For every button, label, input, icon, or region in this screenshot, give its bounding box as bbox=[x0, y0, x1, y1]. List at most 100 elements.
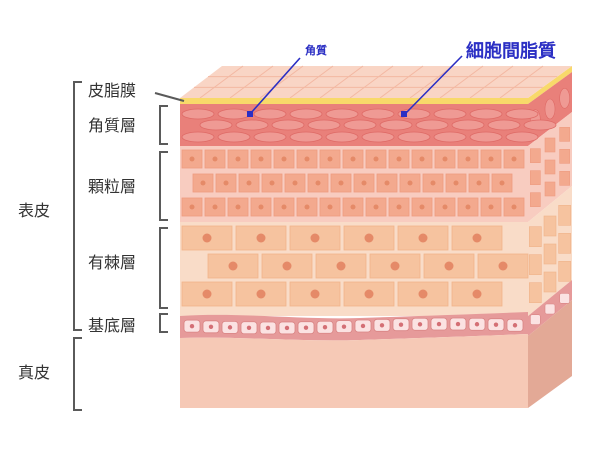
basal-nucleus bbox=[417, 322, 423, 327]
lipid-marker bbox=[401, 111, 407, 117]
label-granular-layer: 顆粒層 bbox=[88, 177, 136, 196]
corneum-cell bbox=[307, 119, 341, 131]
basal-nucleus bbox=[284, 325, 290, 331]
corneum-cells bbox=[181, 108, 557, 143]
side-granular-cell bbox=[530, 192, 541, 207]
granular-nucleus bbox=[430, 180, 436, 186]
side-granular-cell bbox=[559, 149, 570, 164]
left-labels bbox=[73, 81, 185, 411]
basal-nucleus bbox=[227, 325, 233, 330]
side-spinous-cell bbox=[558, 233, 571, 254]
granular-nucleus bbox=[258, 204, 264, 210]
basal-nucleus bbox=[512, 323, 518, 328]
corneum-cell bbox=[181, 108, 215, 120]
side-granular-cell bbox=[530, 148, 541, 163]
granular-nucleus bbox=[476, 180, 482, 186]
basal-nucleus bbox=[322, 325, 328, 330]
side-granular-cell bbox=[544, 159, 556, 175]
granular-nucleus bbox=[315, 180, 321, 186]
granular-nucleus bbox=[304, 156, 310, 162]
spinous-cell bbox=[397, 225, 449, 251]
top-surface bbox=[180, 66, 572, 98]
corneum-cell bbox=[469, 131, 503, 143]
spinous-nucleus bbox=[498, 261, 508, 271]
spinous-cell bbox=[369, 253, 421, 279]
granular-nucleus bbox=[442, 204, 448, 210]
bracket-granular bbox=[159, 151, 168, 221]
granular-nucleus bbox=[465, 156, 471, 162]
granular-nucleus bbox=[269, 180, 275, 186]
corneum-cell bbox=[505, 131, 539, 143]
granular-nucleus bbox=[419, 156, 425, 162]
spinous-nucleus bbox=[390, 261, 400, 271]
corneum-cell bbox=[361, 108, 395, 120]
top-grid-line bbox=[469, 65, 514, 99]
label-sebum: 皮脂膜 bbox=[88, 81, 136, 100]
side-corneum-cell bbox=[544, 98, 556, 120]
granular-nucleus bbox=[488, 204, 494, 210]
spinous-nucleus bbox=[472, 289, 482, 299]
bracket-basal bbox=[159, 313, 168, 333]
corneum-cell bbox=[433, 108, 467, 120]
side-spinous-cell bbox=[543, 215, 557, 237]
corneum-cell bbox=[289, 108, 323, 120]
corneum-cell bbox=[181, 131, 215, 143]
granular-nucleus bbox=[338, 180, 344, 186]
side-cells bbox=[529, 88, 571, 325]
top-grid-line bbox=[199, 65, 244, 99]
granular-nucleus bbox=[258, 156, 264, 162]
granular-nucleus bbox=[453, 180, 459, 186]
spinous-cell bbox=[235, 225, 287, 251]
top-grid-line bbox=[349, 65, 394, 99]
granular-nucleus bbox=[281, 204, 287, 210]
granular-nucleus bbox=[384, 180, 390, 186]
basal-nucleus bbox=[493, 322, 499, 327]
granular-nucleus bbox=[189, 156, 195, 162]
bracket-corneum bbox=[159, 105, 168, 145]
lipid-callout: 細胞間脂質 bbox=[466, 40, 556, 62]
corneum-cell bbox=[199, 119, 233, 131]
basal-nucleus bbox=[474, 322, 480, 327]
side-basal-cell bbox=[559, 293, 570, 304]
side-basal-cell bbox=[530, 314, 541, 325]
top-grid-line bbox=[229, 65, 274, 99]
corneum-cell bbox=[379, 119, 413, 131]
granular-nucleus bbox=[212, 204, 218, 210]
label-spinous-layer: 有棘層 bbox=[88, 253, 136, 272]
basal-nucleus bbox=[360, 323, 366, 329]
corneum-cell bbox=[343, 119, 377, 131]
granular-nucleus bbox=[499, 180, 505, 186]
side-spinous-cell bbox=[543, 271, 557, 293]
side-granular-cell bbox=[530, 170, 541, 185]
corneum-cell bbox=[289, 131, 323, 143]
dermis-layer bbox=[180, 334, 528, 408]
corneum-cell bbox=[433, 131, 467, 143]
spinous-nucleus bbox=[472, 233, 482, 243]
corneum-cell bbox=[415, 119, 449, 131]
corneum-cell bbox=[469, 108, 503, 120]
side-granular-cell bbox=[544, 181, 556, 197]
spinous-nucleus bbox=[256, 289, 266, 299]
top-grid-line bbox=[499, 65, 544, 99]
side-spinous-cell bbox=[558, 205, 571, 226]
bracket-epidermis bbox=[73, 81, 82, 331]
corneum-cell bbox=[523, 119, 557, 131]
granular-cells bbox=[181, 149, 525, 217]
corneum-cell bbox=[487, 119, 521, 131]
side-granular-cell bbox=[544, 137, 556, 153]
corneum-cell bbox=[253, 131, 287, 143]
corneum-cell bbox=[217, 108, 251, 120]
side-face bbox=[528, 66, 572, 408]
sebum-layer bbox=[180, 98, 528, 104]
granular-nucleus bbox=[327, 156, 333, 162]
side-granular-cell bbox=[559, 171, 570, 186]
spinous-nucleus bbox=[364, 233, 374, 243]
spinous-nucleus bbox=[364, 289, 374, 299]
granular-nucleus bbox=[442, 156, 448, 162]
corneum-cell bbox=[397, 131, 431, 143]
corneum-cell bbox=[325, 108, 359, 120]
basal-nucleus bbox=[189, 323, 195, 329]
label-basal-layer: 基底層 bbox=[88, 316, 136, 335]
top-grid-line bbox=[379, 65, 424, 99]
